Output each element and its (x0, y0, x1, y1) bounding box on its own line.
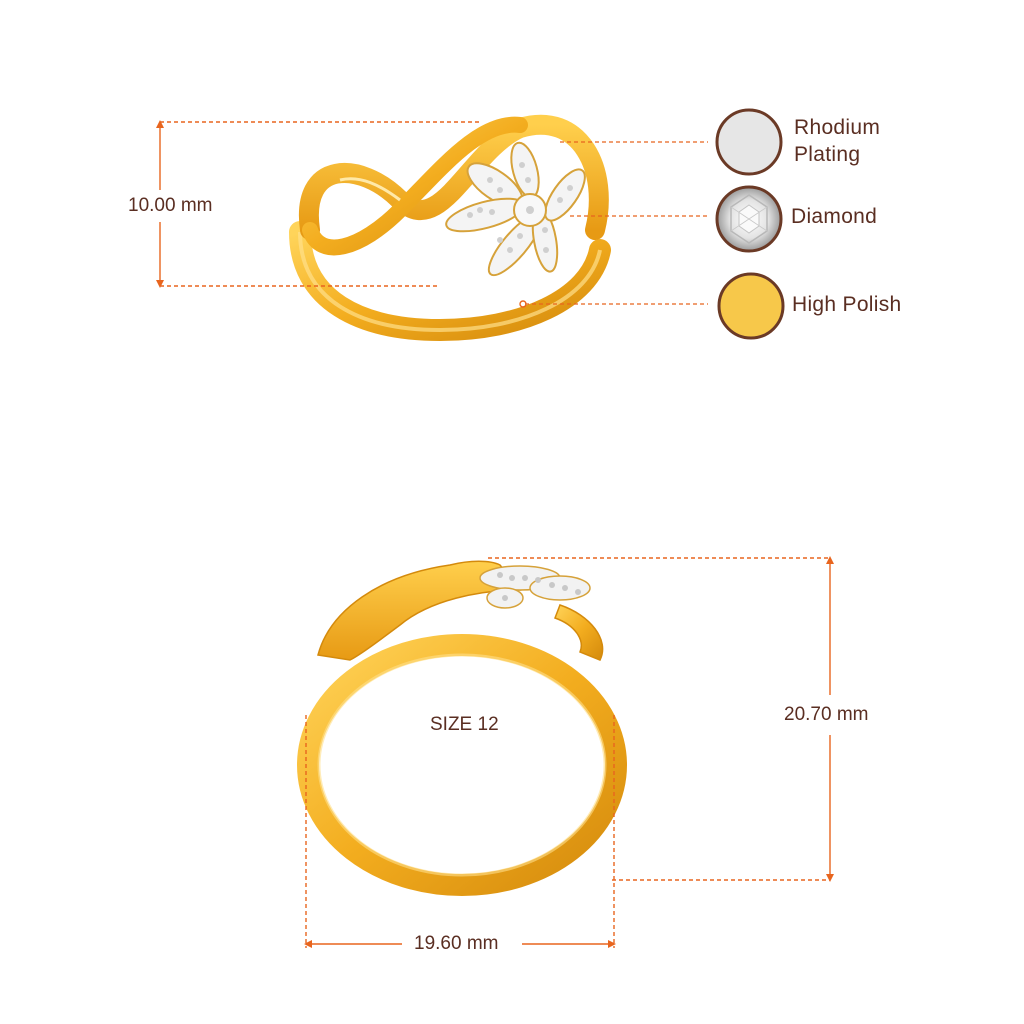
ring-top-view (289, 114, 611, 342)
rhodium-label-line1: Rhodium (794, 116, 881, 139)
diamond-swatch-icon (715, 185, 783, 253)
height-side-label: 20.70 mm (784, 704, 869, 725)
polish-pointer-dot (519, 300, 527, 308)
high-polish-label: High Polish (792, 293, 902, 316)
side-diamond-cluster (479, 565, 591, 609)
diamond-label: Diamond (791, 205, 878, 228)
high-polish-swatch-icon (717, 272, 785, 340)
height-top-label: 10.00 mm (128, 195, 213, 216)
top-height-dimension (156, 120, 480, 288)
diamond-flower (445, 141, 586, 277)
side-height-dimension (488, 556, 834, 882)
rhodium-label-line2: Plating (794, 143, 861, 166)
ring-size-label: SIZE 12 (430, 714, 499, 735)
rhodium-swatch-icon (715, 108, 783, 176)
side-width-dimension (304, 715, 616, 948)
ring-side-view (297, 560, 627, 896)
width-side-label: 19.60 mm (414, 933, 499, 954)
legend-pointers (525, 141, 708, 305)
